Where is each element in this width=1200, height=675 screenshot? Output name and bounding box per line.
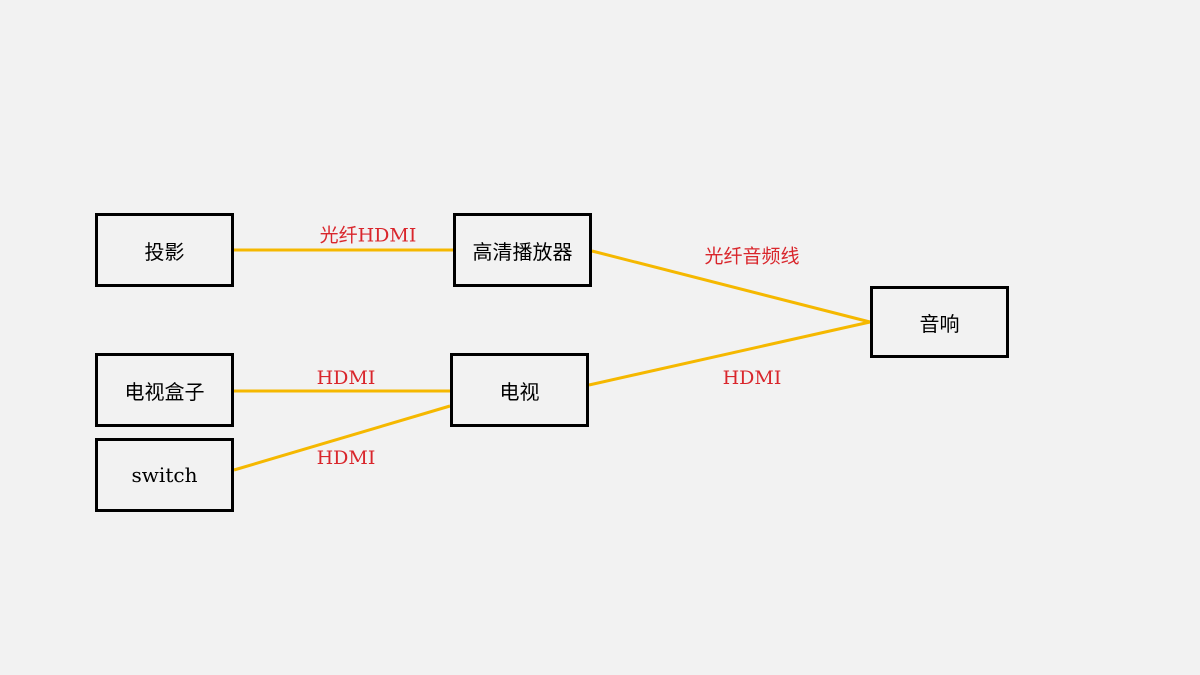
edge-label-tvbox-tv: HDMI (316, 367, 376, 389)
edge-label-tv-speaker: HDMI (722, 367, 782, 389)
edge-label-player-speaker: 光纤音频线 (704, 245, 800, 268)
node-tv-box: 电视盒子 (95, 353, 234, 427)
node-tv: 电视 (450, 353, 589, 427)
connector-player-speaker (591, 249, 871, 324)
edge-label-switch-tv: HDMI (316, 447, 376, 469)
node-speaker: 音响 (870, 286, 1009, 358)
connector-tv-speaker (588, 320, 871, 387)
edge-label-projector-player: 光纤HDMI (319, 224, 417, 247)
node-projector: 投影 (95, 213, 234, 287)
connector-switch-tv (233, 404, 451, 472)
node-switch: switch (95, 438, 234, 512)
node-hd-player: 高清播放器 (453, 213, 592, 287)
